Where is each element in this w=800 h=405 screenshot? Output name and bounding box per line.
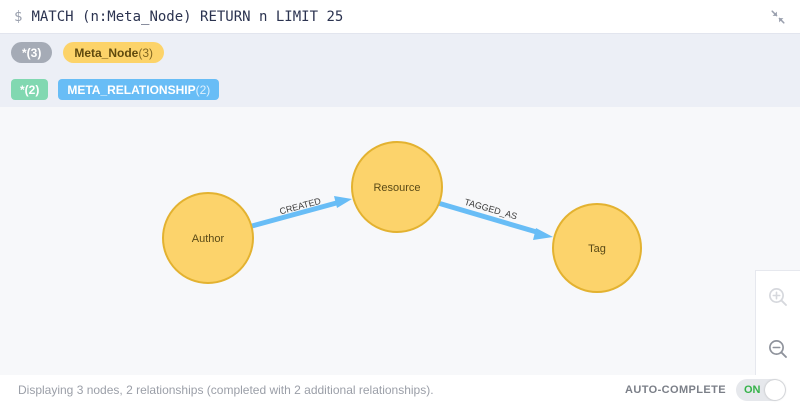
query-prompt-symbol: $	[14, 8, 23, 25]
footer-bar: Displaying 3 nodes, 2 relationships (com…	[0, 375, 800, 405]
autocomplete-toggle[interactable]: ON	[736, 379, 786, 401]
node-tag-circle[interactable]	[552, 203, 642, 293]
node-author-circle[interactable]	[162, 192, 254, 284]
relationship-tagged-as-line[interactable]	[437, 200, 541, 236]
legend-chip-meta-node[interactable]: Meta_Node(3)	[63, 42, 165, 63]
query-bar: $ MATCH (n:Meta_Node) RETURN n LIMIT 25	[0, 0, 800, 33]
legend-panel: *(3) Meta_Node(3) *(2) META_RELATIONSHIP…	[0, 33, 800, 107]
autocomplete-control: AUTO-COMPLETE ON	[625, 379, 786, 401]
legend-chip-all-relationships[interactable]: *(2)	[11, 79, 49, 100]
legend-chip-meta-relationship-count: (2)	[195, 82, 211, 97]
relationship-tagged-as-arrowhead	[533, 228, 553, 240]
query-text: MATCH (n:Meta_Node) RETURN n LIMIT 25	[31, 8, 344, 25]
legend-row-relationships: *(2) META_RELATIONSHIP(2)	[0, 71, 800, 108]
zoom-out-icon[interactable]	[756, 323, 800, 375]
relationship-created-line[interactable]	[251, 199, 341, 229]
graph-canvas[interactable]: CREATED TAGGED_AS Author Resource T	[0, 107, 800, 375]
graph-svg: CREATED TAGGED_AS Author Resource T	[162, 141, 642, 293]
autocomplete-toggle-knob	[765, 380, 785, 400]
legend-row-nodes: *(3) Meta_Node(3)	[0, 34, 800, 71]
relationship-created-arrowhead	[334, 196, 352, 208]
legend-chip-meta-relationship-label: META_RELATIONSHIP	[67, 82, 196, 97]
zoom-in-icon[interactable]	[756, 271, 800, 323]
legend-chip-meta-node-count: (3)	[138, 45, 154, 60]
zoom-controls-panel	[755, 270, 800, 375]
node-resource-circle[interactable]	[351, 141, 443, 233]
relationship-created[interactable]: CREATED	[251, 196, 352, 229]
legend-chip-meta-node-label: Meta_Node	[74, 45, 139, 60]
legend-chip-meta-relationship[interactable]: META_RELATIONSHIP(2)	[58, 79, 220, 100]
node-author[interactable]: Author	[162, 192, 254, 284]
node-tag[interactable]: Tag	[552, 203, 642, 293]
autocomplete-state-label: ON	[744, 384, 761, 396]
autocomplete-label: AUTO-COMPLETE	[625, 384, 726, 396]
collapse-arrows-icon[interactable]	[767, 6, 789, 28]
result-status-text: Displaying 3 nodes, 2 relationships (com…	[18, 383, 434, 397]
relationship-tagged-as[interactable]: TAGGED_AS	[437, 197, 553, 240]
legend-chip-all-nodes[interactable]: *(3)	[11, 42, 53, 63]
node-resource[interactable]: Resource	[351, 141, 443, 233]
